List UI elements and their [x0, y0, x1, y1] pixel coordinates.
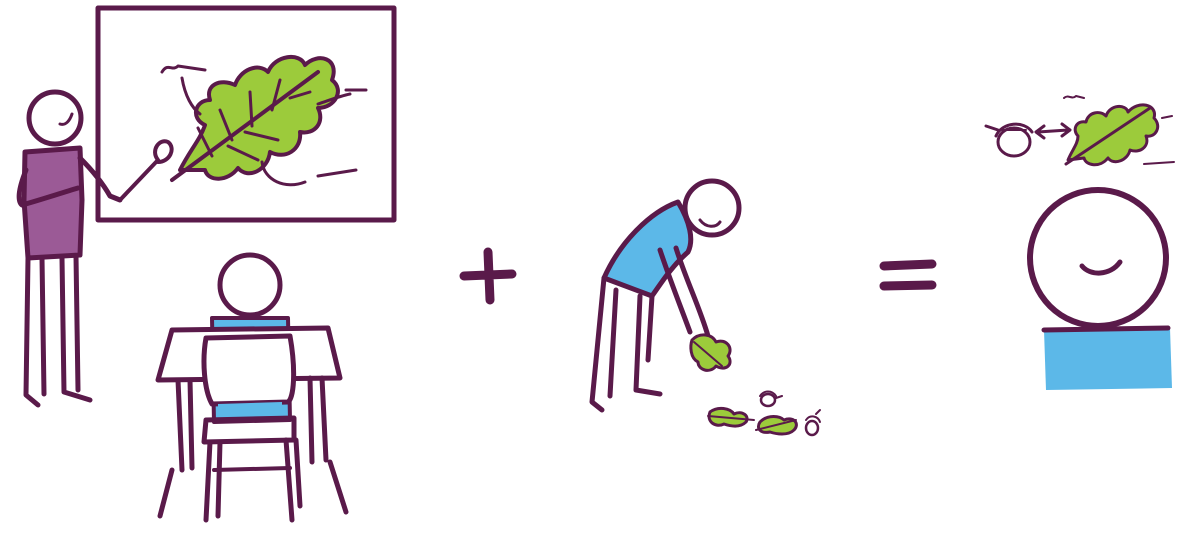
result-scene: [986, 96, 1174, 390]
outdoor-scene: [592, 181, 820, 435]
classroom-scene: [19, 8, 394, 520]
oak-leaves-and-acorns-on-ground: [708, 392, 820, 436]
acorn-icon: [986, 124, 1032, 156]
student-at-desk: [158, 255, 346, 520]
equals-sign: [884, 264, 932, 286]
oak-leaf-icon: [162, 57, 366, 185]
oak-leaf-icon-small: [1064, 96, 1174, 165]
smiling-person: [1030, 190, 1172, 390]
acorn-and-oak-leaf-thought: [986, 96, 1174, 165]
person-collecting-leaves: [592, 181, 739, 410]
double-arrow-icon: [1036, 124, 1070, 138]
plus-sign: [464, 252, 512, 300]
teacher-figure: [19, 92, 120, 405]
